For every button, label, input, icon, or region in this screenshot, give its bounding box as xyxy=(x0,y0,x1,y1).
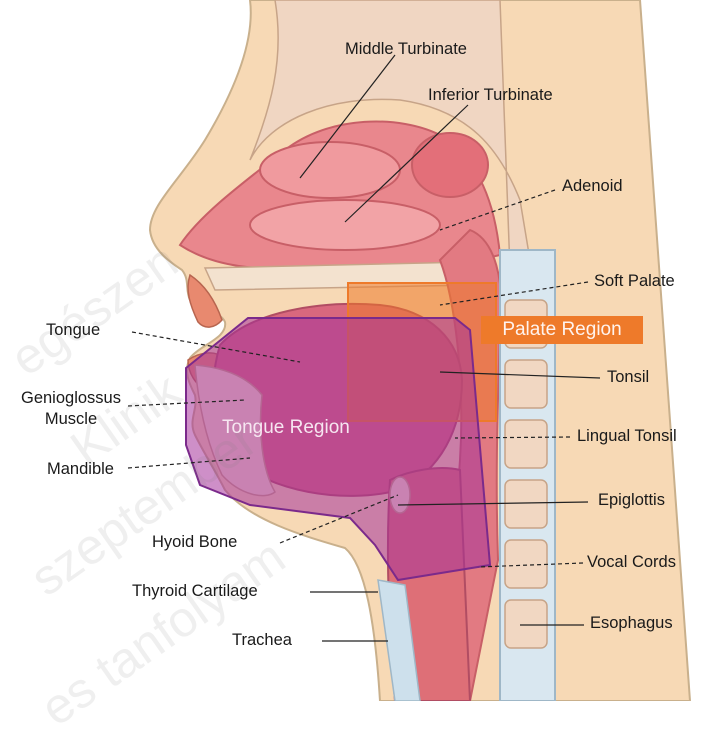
label-genioglossus-line1: Genioglossus xyxy=(15,389,127,408)
label-middle-turbinate: Middle Turbinate xyxy=(345,40,467,59)
sinus xyxy=(412,133,488,197)
label-tongue: Tongue xyxy=(46,321,100,340)
tongue-region-label: Tongue Region xyxy=(222,417,350,439)
label-adenoid: Adenoid xyxy=(562,177,623,196)
label-epiglottis: Epiglottis xyxy=(598,491,665,510)
label-tonsil: Tonsil xyxy=(607,368,649,387)
head-neck-cross-section xyxy=(0,0,718,701)
label-thyroid-cartilage: Thyroid Cartilage xyxy=(132,582,258,601)
label-vocal-cords: Vocal Cords xyxy=(587,553,676,572)
label-trachea: Trachea xyxy=(232,631,292,650)
anatomy-diagram: egészen Klinik szeptember es tanfolyam P… xyxy=(0,0,718,701)
label-genioglossus-line2: Muscle xyxy=(15,410,127,429)
palate-region-label: Palate Region xyxy=(481,316,643,344)
label-esophagus: Esophagus xyxy=(590,614,673,633)
label-inferior-turbinate: Inferior Turbinate xyxy=(428,86,553,105)
label-mandible: Mandible xyxy=(47,460,114,479)
label-soft-palate: Soft Palate xyxy=(594,272,675,291)
label-lingual-tonsil: Lingual Tonsil xyxy=(577,427,677,446)
label-hyoid-bone: Hyoid Bone xyxy=(152,533,237,552)
inferior-turbinate xyxy=(250,200,440,250)
